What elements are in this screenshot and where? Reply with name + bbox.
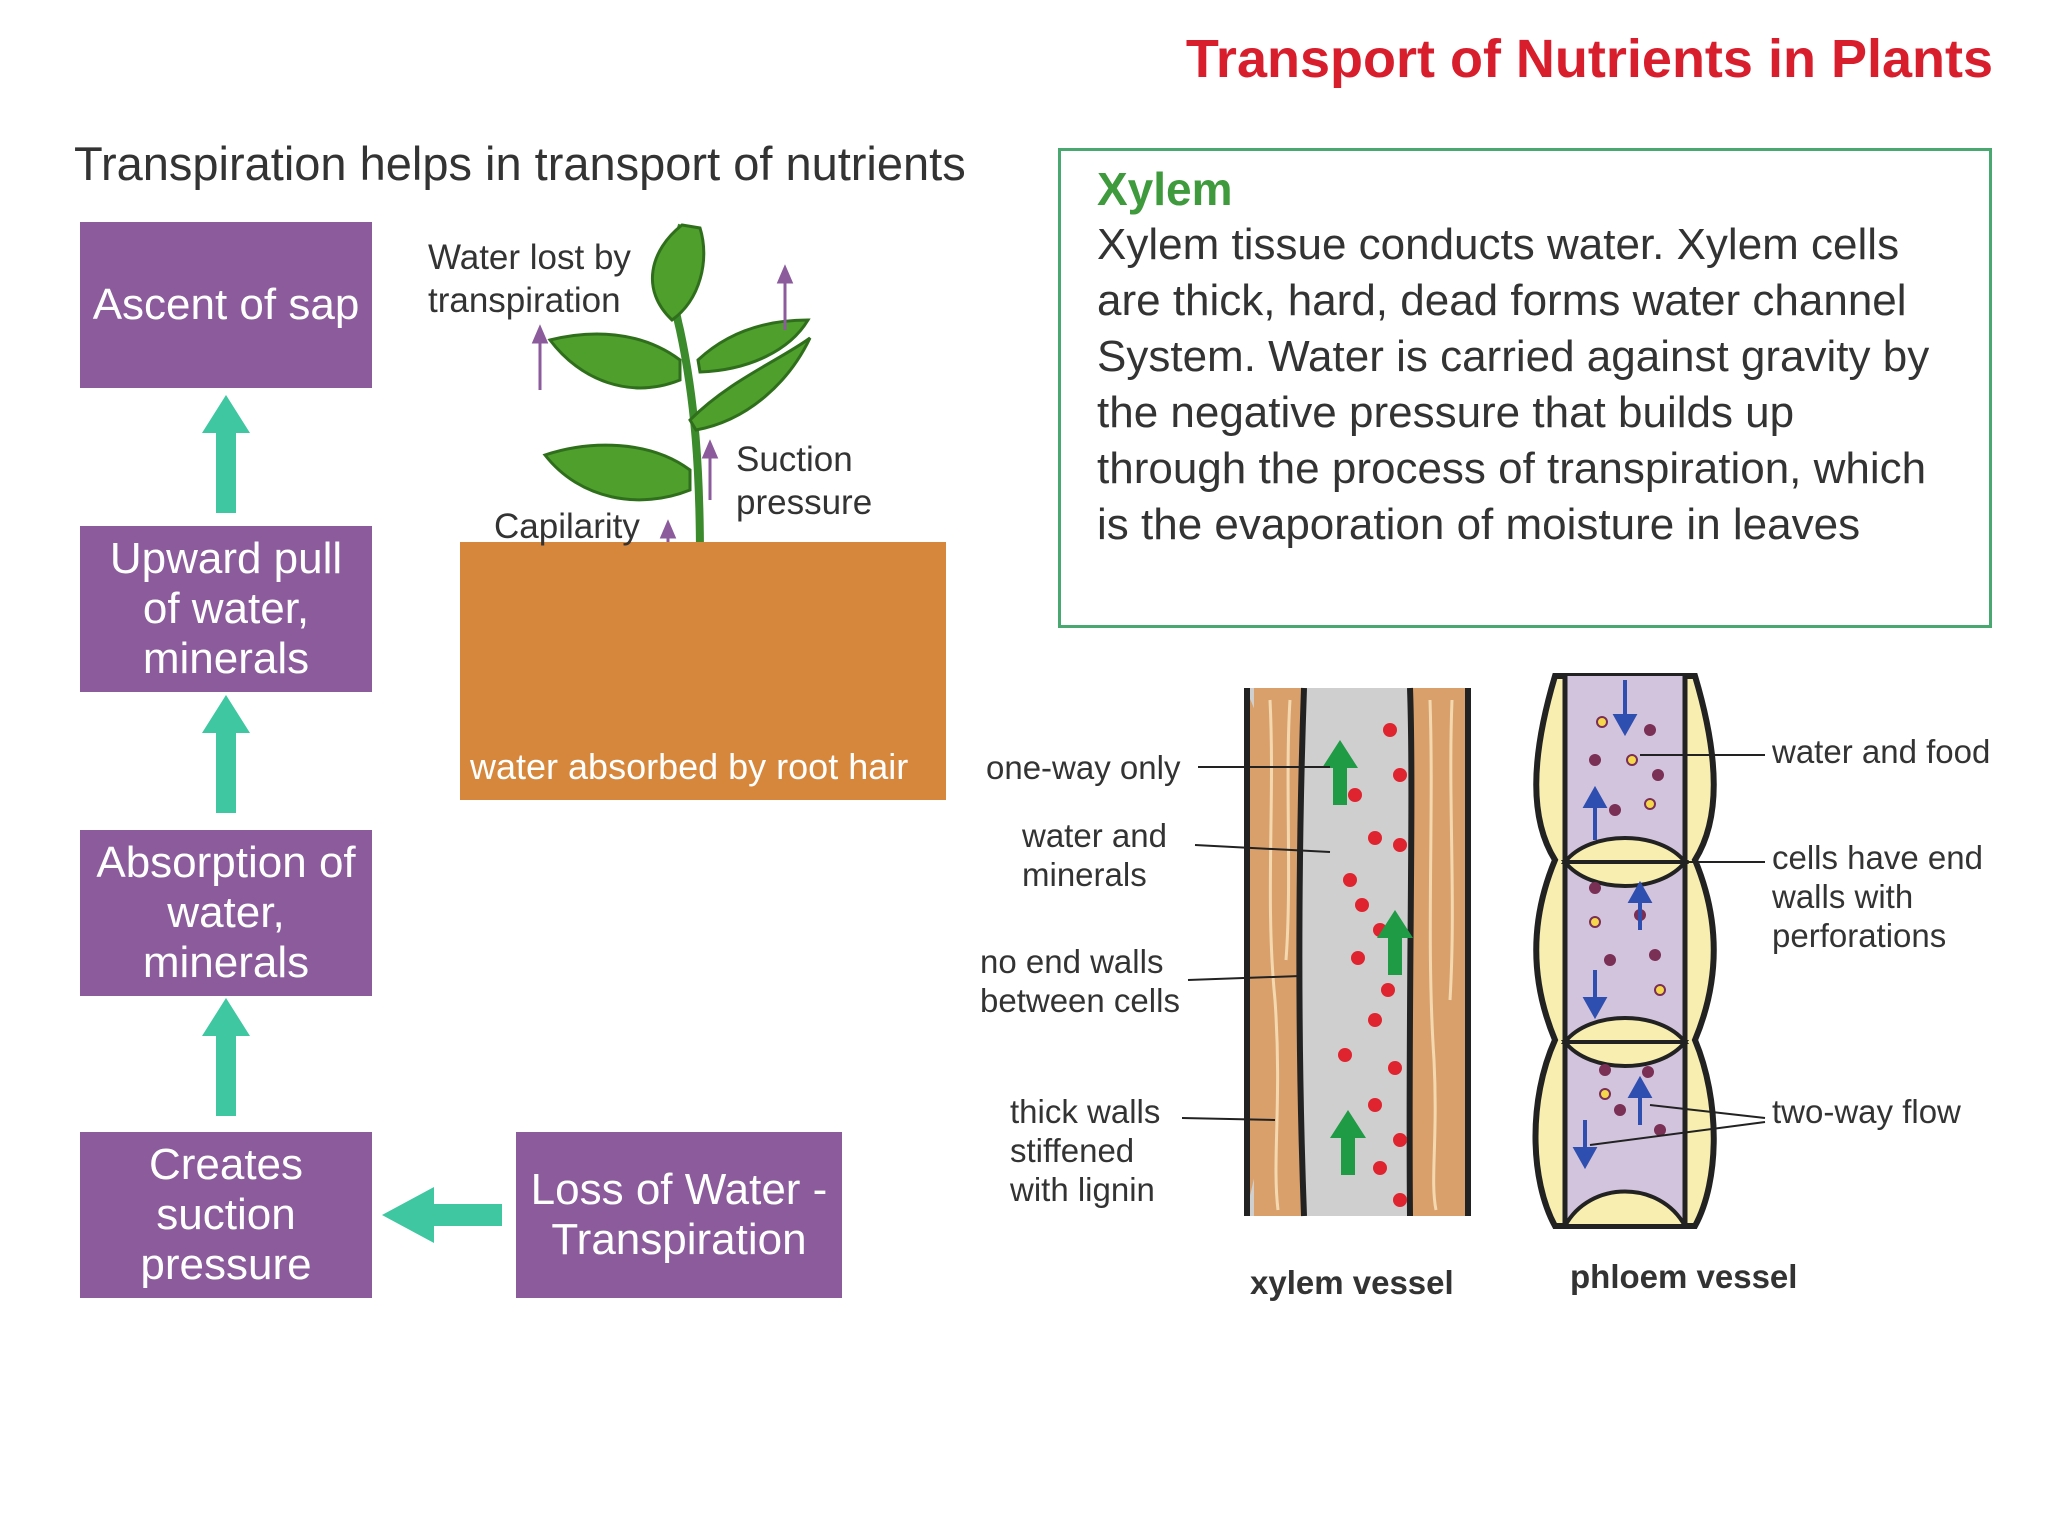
label-suction-pressure: Suction pressure xyxy=(736,440,873,522)
page-subtitle: Transpiration helps in transport of nutr… xyxy=(74,137,966,190)
label-water-food: water and food xyxy=(1772,733,1991,770)
caption-phloem-vessel: phloem vessel xyxy=(1570,1258,1798,1295)
label-water-minerals: water and minerals xyxy=(1022,817,1167,893)
soil-block xyxy=(460,542,946,800)
box-suction-pressure: Creates suction pressure xyxy=(80,1132,372,1298)
box-absorption: Absorption of water, minerals xyxy=(80,830,372,996)
leaf-right xyxy=(688,336,812,432)
leaf-left xyxy=(547,332,682,390)
label-water-lost: Water lost by transpiration xyxy=(428,238,631,320)
box-loss-of-water: Loss of Water - Transpiration xyxy=(516,1132,842,1298)
label-thick-walls: thick walls stiffened with lignin xyxy=(1010,1093,1161,1208)
box-upward-pull: Upward pull of water, minerals xyxy=(80,526,372,692)
leaf-top xyxy=(650,223,706,322)
label-root-hair: water absorbed by root hair xyxy=(470,746,909,787)
arrow-up-2 xyxy=(202,695,250,813)
caption-xylem-vessel: xylem vessel xyxy=(1250,1264,1454,1301)
leaf-lower-left xyxy=(542,443,692,502)
page-title: Transport of Nutrients in Plants xyxy=(1185,29,1993,89)
arrow-up-1 xyxy=(202,395,250,513)
label-one-way: one-way only xyxy=(986,749,1181,786)
arrow-left xyxy=(382,1187,502,1243)
phloem-vessel-drawing xyxy=(1532,673,1717,1229)
box-ascent-of-sap: Ascent of sap xyxy=(80,222,372,388)
xylem-info-box: Xylem Xylem tissue conducts water. Xylem… xyxy=(1058,148,1992,628)
label-no-end-walls: no end walls between cells xyxy=(980,943,1180,1019)
xylem-heading: Xylem xyxy=(1097,163,1233,215)
label-end-walls: cells have end walls with perforations xyxy=(1772,839,1983,954)
label-two-way: two-way flow xyxy=(1772,1093,1961,1130)
leader-lines xyxy=(1181,754,1766,1146)
arrow-up-3 xyxy=(202,998,250,1116)
flow-arrows xyxy=(202,395,502,1243)
leaf-lower-right xyxy=(696,318,811,374)
xylem-vessel-drawing xyxy=(1244,687,1471,1217)
label-capillarity: Capilarity xyxy=(494,507,640,546)
xylem-description: Xylem tissue conducts water. Xylem cells… xyxy=(1097,220,1930,549)
